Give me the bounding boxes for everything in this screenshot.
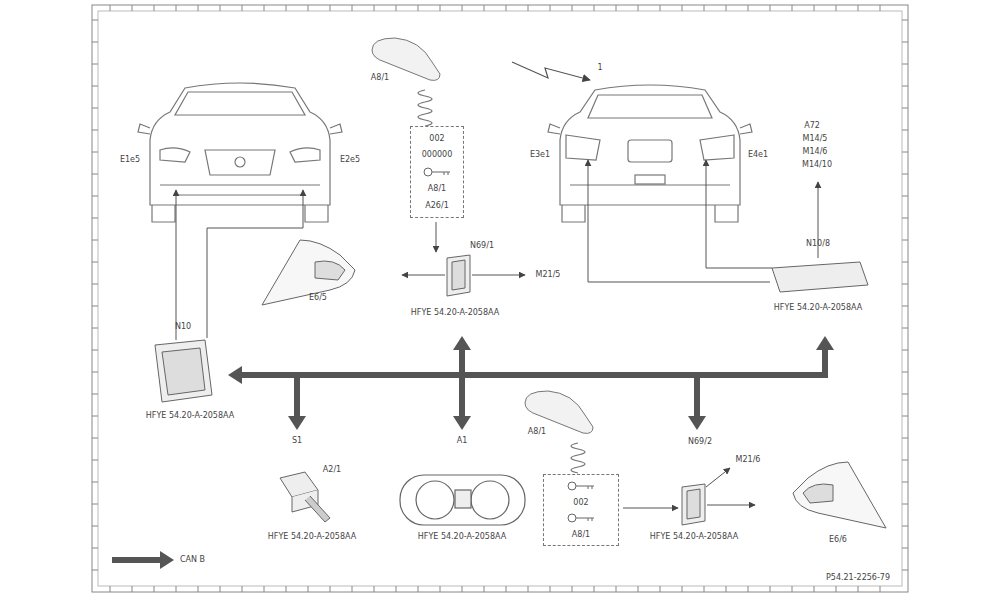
wire	[176, 160, 818, 508]
part-label: M21/6	[736, 456, 761, 464]
part-label: 1	[597, 64, 602, 72]
part-label: N10/8	[806, 240, 830, 248]
part-label: M14/10	[802, 161, 832, 169]
box-text: 002	[429, 134, 444, 143]
part-label: E2e5	[340, 156, 360, 164]
box-text: A8/1	[572, 530, 590, 539]
car-front	[138, 83, 342, 222]
part-label: HFYE 54.20-A-2058AA	[146, 412, 234, 420]
part-label: E6/6	[829, 536, 847, 544]
part-label: HFYE 54.20-A-2058AA	[411, 309, 499, 317]
part-label: S1	[292, 437, 302, 445]
key-box: 002A8/1	[543, 474, 619, 546]
part-label: HFYE 54.20-A-2058AA	[418, 533, 506, 541]
part-label: M21/5	[536, 271, 561, 279]
part-label: M14/5	[803, 135, 828, 143]
box-text: A8/1	[428, 184, 446, 193]
box-text: A26/1	[425, 201, 448, 210]
legend-text: CAN B	[180, 555, 205, 564]
part-label: M14/6	[803, 148, 828, 156]
part-label: HFYE 54.20-A-2058AA	[268, 533, 356, 541]
part-label: E1e5	[120, 156, 140, 164]
can-bus	[228, 336, 834, 430]
part-label: E4e1	[748, 151, 768, 159]
radio-arrow	[512, 62, 590, 80]
part-label: E3e1	[530, 151, 550, 159]
part-label: A1	[457, 437, 468, 445]
key-icon	[566, 513, 596, 523]
key-box: 002 000000A8/1A26/1	[410, 126, 464, 218]
switch	[280, 472, 330, 522]
part-label: A8/1	[371, 74, 389, 82]
part-label: A72	[804, 122, 820, 130]
key-icon	[422, 167, 452, 177]
control-unit	[155, 255, 868, 525]
part-label: A2/1	[323, 466, 341, 474]
legend-sample	[112, 551, 174, 569]
car-rear	[548, 85, 752, 222]
part-label: P54.21-2256-79	[826, 574, 890, 582]
box-text: 002	[573, 498, 588, 507]
part-label: HFYE 54.20-A-2058AA	[650, 533, 738, 541]
instrument-cluster	[400, 475, 525, 525]
key-icon	[566, 481, 596, 491]
part-label: E6/5	[309, 294, 327, 302]
part-label: N69/1	[470, 242, 494, 250]
part-label: N10	[175, 323, 191, 331]
part-label: A8/1	[528, 428, 546, 436]
part-label: HFYE 54.20-A-2058AA	[774, 304, 862, 312]
frame	[92, 5, 908, 592]
box-text: 000000	[422, 150, 453, 159]
part-label: N69/2	[688, 438, 712, 446]
